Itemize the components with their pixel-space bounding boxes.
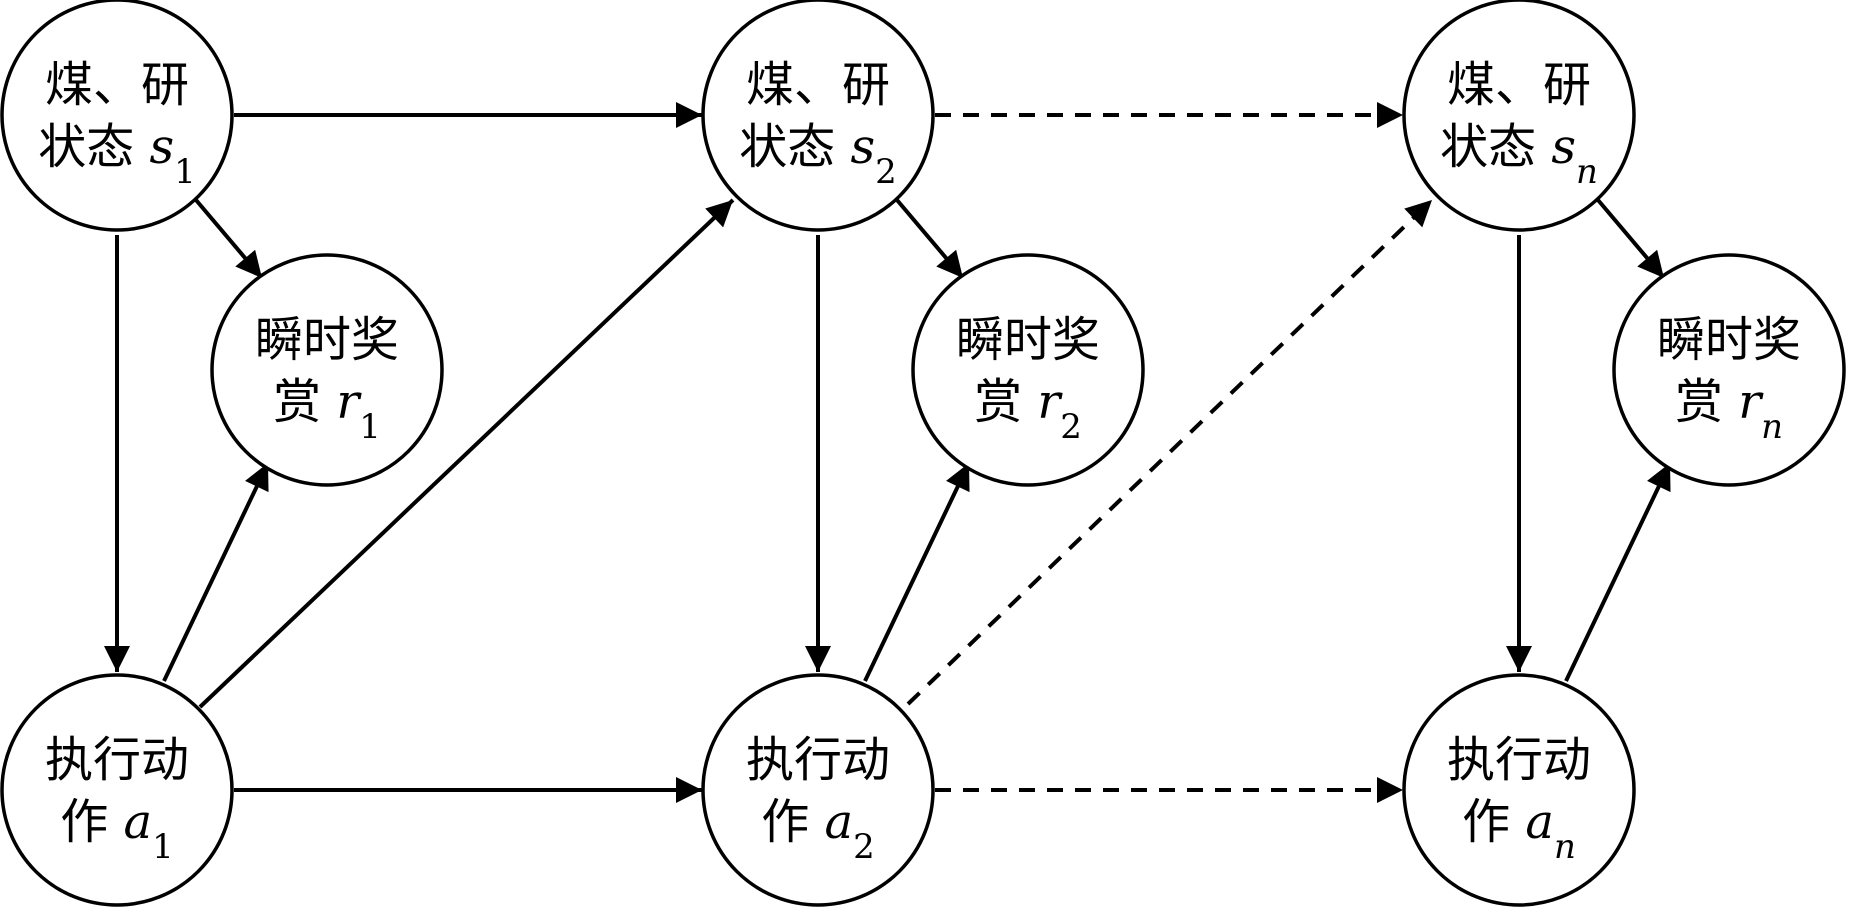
svg-text:赏 rn: 赏 rn xyxy=(1675,374,1783,447)
edge-an-rn xyxy=(1564,462,1672,682)
action-node-n: 执行动 作 an xyxy=(1402,673,1636,907)
svg-text:状态 sn: 状态 sn xyxy=(1440,119,1598,192)
svg-text:瞬时奖: 瞬时奖 xyxy=(1657,312,1801,368)
state-node-1: 煤、研 状态 s1 xyxy=(0,0,234,232)
reward-node-1: 瞬时奖 赏 r1 xyxy=(210,253,444,487)
svg-text:作 an: 作 an xyxy=(1462,794,1576,867)
reward-node-n: 瞬时奖 赏 rn xyxy=(1612,253,1846,487)
svg-text:状态 s1: 状态 s1 xyxy=(38,119,196,192)
svg-text:瞬时奖: 瞬时奖 xyxy=(956,312,1100,368)
reward-node-2: 瞬时奖 赏 r2 xyxy=(911,253,1145,487)
svg-text:作 a1: 作 a1 xyxy=(60,794,174,867)
edge-sn-rn xyxy=(1596,198,1666,280)
edge-s1-r1 xyxy=(194,198,264,280)
edge-a2-r2 xyxy=(863,462,971,682)
state-node-n: 煤、研 状态 sn xyxy=(1402,0,1636,232)
state-node-2: 煤、研 状态 s2 xyxy=(701,0,935,232)
svg-text:瞬时奖: 瞬时奖 xyxy=(255,312,399,368)
svg-text:赏 r2: 赏 r2 xyxy=(974,374,1082,447)
action-node-1: 执行动 作 a1 xyxy=(0,673,234,907)
svg-text:煤、研: 煤、研 xyxy=(1447,57,1591,113)
svg-text:煤、研: 煤、研 xyxy=(746,57,890,113)
svg-text:执行动: 执行动 xyxy=(746,732,890,788)
edges xyxy=(104,102,1672,803)
edge-a2-sn xyxy=(906,198,1434,706)
edge-s2-r2 xyxy=(895,198,965,280)
action-node-2: 执行动 作 a2 xyxy=(701,673,935,907)
svg-text:作 a2: 作 a2 xyxy=(761,794,875,867)
edge-a1-s2 xyxy=(198,198,735,709)
svg-text:赏 r1: 赏 r1 xyxy=(273,374,381,447)
svg-text:执行动: 执行动 xyxy=(1447,732,1591,788)
svg-text:状态 s2: 状态 s2 xyxy=(739,119,897,192)
edge-a1-r1 xyxy=(162,462,270,682)
svg-text:煤、研: 煤、研 xyxy=(45,57,189,113)
svg-text:执行动: 执行动 xyxy=(45,732,189,788)
